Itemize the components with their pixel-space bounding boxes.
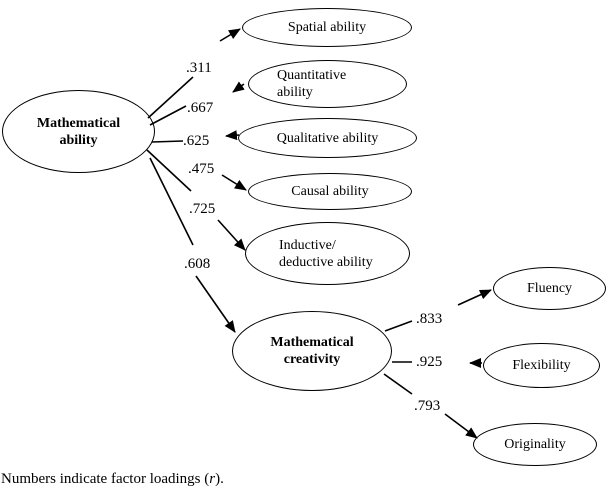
node-spatial-ability: Spatial ability — [242, 8, 412, 47]
node-label: Spatial ability — [287, 20, 367, 35]
node-label-line: Inductive/ — [279, 237, 336, 253]
arrow-fluency — [457, 289, 492, 306]
loading-value-originality: .793 — [414, 398, 441, 414]
node-label-line: ability — [59, 132, 98, 148]
loading-line-originality — [383, 373, 413, 395]
loading-value-qualitative: .625 — [183, 133, 210, 149]
node-causal-ability: Causal ability — [248, 173, 412, 210]
caption-text: ). — [215, 471, 224, 487]
loading-line-inductive-creativity — [149, 157, 194, 246]
node-flexibility: Flexibility — [483, 343, 600, 388]
node-label-line: ability — [277, 85, 313, 100]
loading-value-quantitative: .667 — [187, 100, 214, 116]
arrow-qualitative — [225, 130, 240, 141]
loading-value-flexibility: .925 — [416, 354, 443, 370]
node-label-line: Quantitative — [277, 68, 347, 83]
arrow-quantitative — [232, 81, 245, 93]
arrow-causal — [221, 174, 247, 191]
loading-value-inductive: .725 — [189, 201, 216, 217]
loading-line-spatial — [147, 76, 194, 119]
node-label: Originality — [504, 437, 566, 452]
loading-line-quantitative — [149, 105, 187, 126]
arrow-originality — [444, 413, 478, 439]
node-label: Flexibility — [512, 358, 571, 373]
loading-line-qualitative — [151, 140, 184, 143]
caption-italic-r: r — [209, 471, 216, 487]
node-quantitative-ability: Quantitative ability — [248, 60, 407, 108]
node-label: Qualitative ability — [276, 130, 379, 146]
node-inductive-deductive-ability: Inductive/ deductive ability — [245, 222, 410, 285]
node-label-line: creativity — [283, 352, 341, 367]
node-originality: Originality — [473, 423, 597, 466]
node-label: Fluency — [526, 281, 573, 296]
node-label-line: Mathematical — [36, 115, 121, 131]
node-mathematical-creativity: Mathematical creativity — [232, 311, 392, 391]
node-mathematical-ability: Mathematical ability — [2, 90, 155, 173]
loading-value-spatial: .311 — [186, 60, 212, 76]
node-qualitative-ability: Qualitative ability — [238, 118, 417, 158]
arrow-spatial — [219, 28, 241, 42]
figure-caption: Numbers indicate factor loadings (r). — [1, 470, 224, 488]
loading-line-causal — [146, 149, 192, 192]
loading-value-fluency: .833 — [416, 311, 443, 327]
loading-value-creativity: .608 — [184, 256, 211, 272]
arrow-creativity — [195, 275, 236, 333]
caption-text: Numbers indicate factor loadings ( — [1, 471, 210, 487]
loading-value-causal: .475 — [188, 161, 215, 177]
node-fluency: Fluency — [493, 267, 606, 310]
node-label-line: Mathematical — [270, 335, 354, 350]
arrow-inductive — [217, 219, 246, 251]
node-label-line: deductive ability — [279, 254, 373, 270]
loading-line-fluency — [384, 320, 413, 332]
node-label: Causal ability — [291, 184, 369, 199]
